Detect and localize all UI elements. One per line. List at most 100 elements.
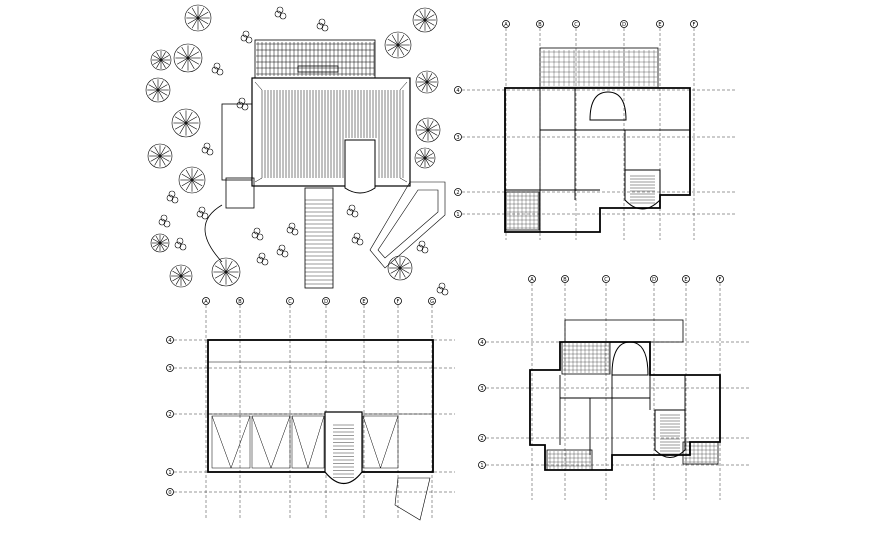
tree-canopy — [147, 143, 173, 169]
tree-branch — [157, 89, 168, 96]
main-roof-hatch — [254, 81, 408, 183]
shrub — [436, 286, 444, 294]
tree-branch — [157, 84, 168, 91]
tree-branch — [394, 258, 401, 269]
grid-bubble — [690, 20, 698, 28]
grid-bubble — [236, 297, 244, 305]
grid-bubble — [394, 297, 402, 305]
tree-branch — [421, 81, 428, 91]
tree-branch — [415, 14, 426, 21]
tree-canopy — [169, 264, 193, 288]
footing-bay — [211, 415, 251, 469]
tree-canopy — [171, 108, 201, 138]
shrub — [353, 232, 361, 240]
shrub — [261, 258, 269, 266]
tree-canopy — [184, 4, 212, 32]
tree-branch — [187, 57, 200, 65]
tree-canopy — [412, 7, 438, 33]
shrub — [213, 62, 221, 70]
tree-branch — [420, 157, 426, 166]
foundation-outline — [207, 339, 434, 473]
grid-bubble-label: 4 — [456, 88, 459, 94]
tree-branch — [225, 265, 238, 273]
shrub — [276, 6, 284, 14]
interior-walls — [505, 88, 690, 232]
shrub — [171, 196, 179, 204]
grid-bubble-label: B — [563, 277, 567, 283]
grid-bubble — [454, 133, 462, 141]
exterior-walls — [529, 341, 721, 471]
courtyard-curve — [344, 139, 376, 194]
tree-branch — [424, 19, 431, 30]
tree-branch — [225, 260, 233, 273]
shrub — [256, 233, 264, 241]
shrub — [201, 212, 209, 220]
grid-bubble-label: 3 — [456, 135, 459, 141]
tree-branch — [422, 129, 429, 140]
grid-bubble-label: 3 — [480, 386, 483, 392]
tree-branch — [421, 73, 428, 83]
tree-branch — [197, 17, 209, 25]
tiled-terrace — [682, 441, 719, 465]
tree-branch — [387, 38, 399, 46]
grid-bubble — [650, 275, 658, 283]
tree-branch — [397, 44, 405, 56]
tree-branch — [391, 44, 399, 56]
tree-branch — [426, 76, 436, 83]
tree-branch — [187, 17, 199, 25]
shrub — [238, 97, 246, 105]
shrub — [179, 243, 187, 251]
tree-canopy — [414, 147, 436, 169]
tree-branch — [422, 120, 429, 131]
grid-bubble-label: 4 — [168, 338, 171, 344]
shrub — [278, 244, 286, 252]
shrub — [198, 206, 206, 214]
tile-grid — [507, 193, 539, 229]
grid-bubble — [454, 86, 462, 94]
tree-branch — [426, 73, 433, 83]
grid-bubble — [166, 364, 174, 372]
tree-branch — [159, 155, 170, 162]
tree-branch — [197, 11, 209, 19]
tree-branch — [187, 46, 195, 59]
tree-branch — [160, 52, 166, 61]
tree-branch — [417, 153, 426, 159]
grid-bubble-label: A — [504, 22, 508, 28]
grid-bubble-label: D — [652, 277, 656, 283]
tree-branch — [427, 129, 438, 136]
grid-bubble-label: 2 — [480, 436, 483, 442]
tree-canopy — [173, 43, 203, 73]
tree-branch — [180, 275, 187, 285]
shrub — [256, 256, 264, 264]
tree-branch — [399, 258, 406, 269]
shrub — [240, 34, 248, 42]
tree-branch — [219, 271, 227, 284]
bay-window — [589, 91, 627, 121]
shrub — [160, 214, 168, 222]
grid-bubble — [428, 297, 436, 305]
brace-line — [270, 415, 291, 469]
ridge-vent — [297, 65, 339, 73]
grid-bubble-label: 1 — [168, 470, 171, 476]
grid-bubble-label: A — [204, 299, 208, 305]
shrub — [203, 142, 211, 150]
tree-branch — [420, 150, 426, 159]
hip-line — [254, 177, 263, 183]
shrub — [356, 238, 364, 246]
shrub — [438, 282, 446, 290]
shrub — [421, 246, 429, 254]
tree-branch — [172, 275, 182, 282]
brace-line — [251, 415, 272, 469]
grid-bubble — [528, 275, 536, 283]
tree-branch — [154, 155, 161, 166]
tree-branch — [387, 44, 399, 52]
tree-branch — [148, 89, 159, 96]
shrub — [348, 204, 356, 212]
left-terrace — [225, 177, 255, 209]
tree-branch — [175, 275, 182, 285]
grid-bubble-label: D — [622, 22, 626, 28]
tree-branch — [181, 46, 189, 59]
